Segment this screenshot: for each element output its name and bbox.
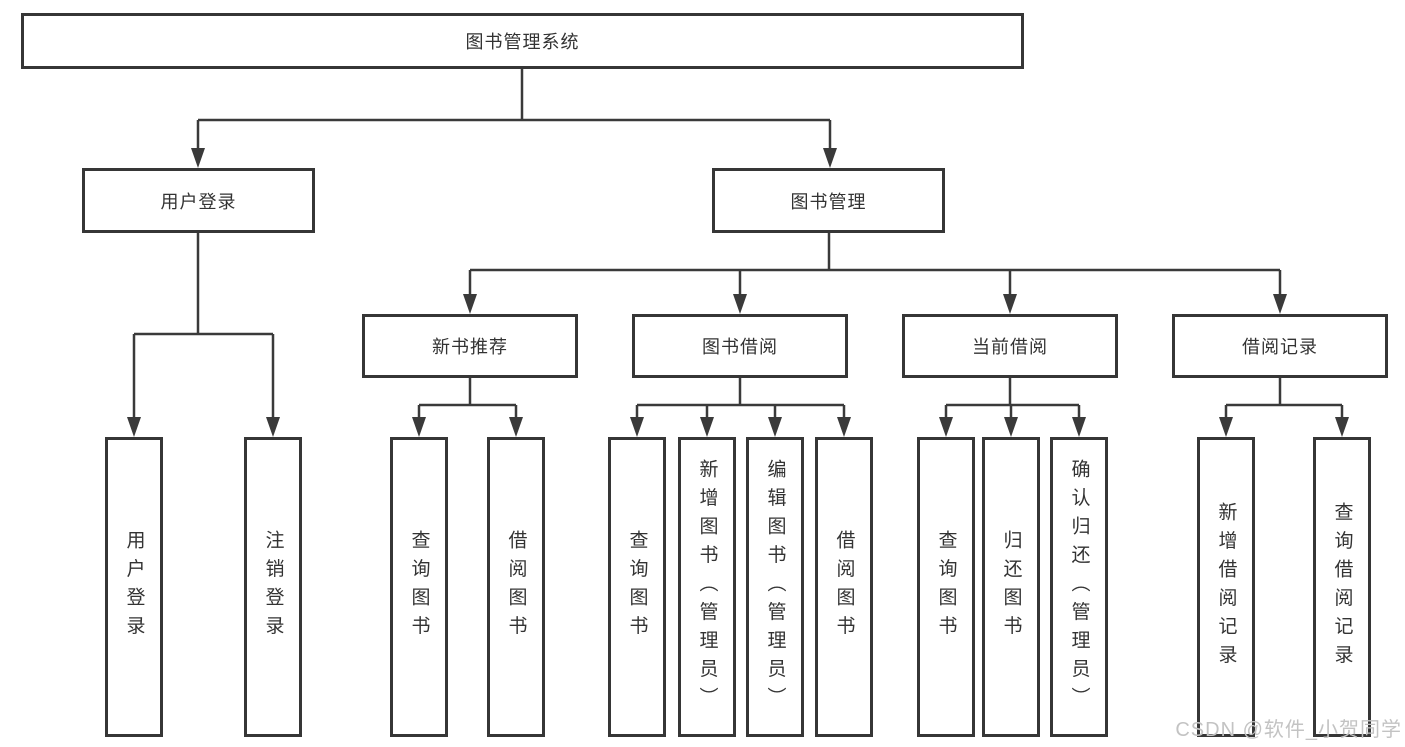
watermark: CSDN @软件_小贺同学: [1175, 719, 1402, 741]
node-new-book-recommendation: 新书推荐: [362, 314, 578, 378]
node-label: 新增借阅记录: [1215, 501, 1237, 673]
node-label: 归还图书: [1000, 530, 1022, 644]
node-label: 图书管理系统: [465, 32, 580, 52]
node-label: 借阅记录: [1242, 337, 1318, 357]
arrowheads: [127, 148, 1349, 437]
node-label: 查询图书: [935, 530, 957, 644]
node-library-management-system: 图书管理系统: [21, 13, 1024, 69]
node-label: 查询图书: [408, 530, 430, 644]
node-label: 编辑图书（管理员）: [764, 458, 786, 716]
node-book-borrowing: 图书借阅: [632, 314, 848, 378]
node-label: 注销登录: [262, 530, 284, 644]
leaf-edit-books-admin: 编辑图书（管理员）: [746, 437, 804, 737]
leaf-borrow-books: 借阅图书: [815, 437, 873, 737]
leaf-query-borrow-record: 查询借阅记录: [1313, 437, 1371, 737]
node-label: 当前借阅: [972, 337, 1048, 357]
leaf-add-books-admin: 新增图书（管理员）: [678, 437, 736, 737]
leaf-add-borrow-record: 新增借阅记录: [1197, 437, 1255, 737]
node-label: 新增图书（管理员）: [696, 458, 718, 716]
node-borrowing-records: 借阅记录: [1172, 314, 1388, 378]
leaf-query-books-current: 查询图书: [917, 437, 975, 737]
leaf-query-books-borrow: 查询图书: [608, 437, 666, 737]
leaf-return-books: 归还图书: [982, 437, 1040, 737]
node-user-login: 用户登录: [82, 168, 315, 233]
node-book-management: 图书管理: [712, 168, 945, 233]
node-label: 用户登录: [123, 530, 145, 644]
node-label: 用户登录: [160, 191, 237, 212]
node-label: 借阅图书: [505, 530, 527, 644]
leaf-query-books-recommend: 查询图书: [390, 437, 448, 737]
leaf-user-login: 用户登录: [105, 437, 163, 737]
node-label: 确认归还（管理员）: [1068, 458, 1090, 716]
node-label: 图书管理: [790, 191, 867, 212]
node-label: 查询借阅记录: [1331, 501, 1353, 673]
leaf-logout: 注销登录: [244, 437, 302, 737]
node-label: 借阅图书: [833, 530, 855, 644]
node-label: 图书借阅: [702, 337, 778, 357]
leaf-confirm-return-admin: 确认归还（管理员）: [1050, 437, 1108, 737]
node-label: 新书推荐: [432, 337, 508, 357]
node-label: 查询图书: [626, 530, 648, 644]
node-current-borrowing: 当前借阅: [902, 314, 1118, 378]
leaf-borrow-books-recommend: 借阅图书: [487, 437, 545, 737]
